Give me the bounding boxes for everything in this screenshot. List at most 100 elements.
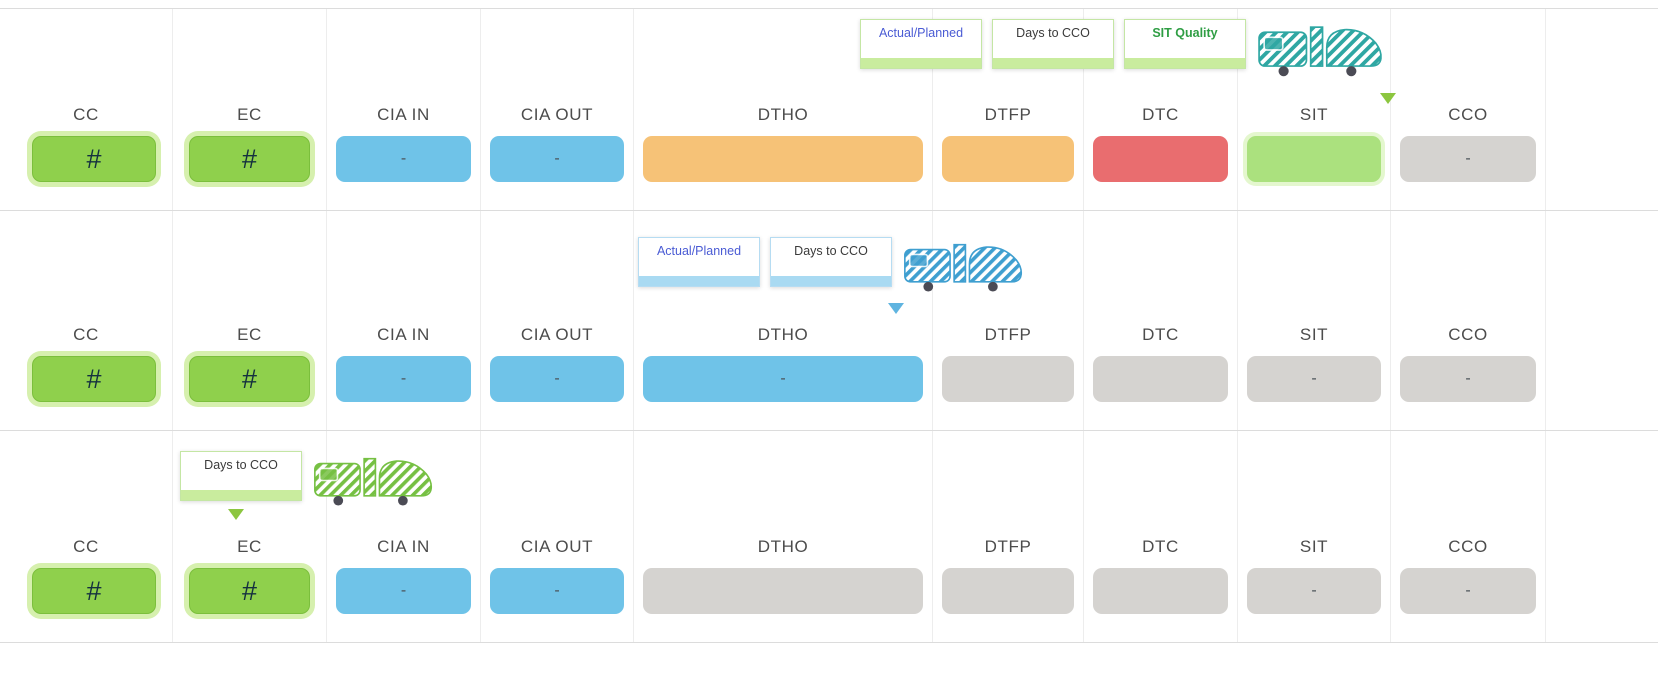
pill-value: -	[1311, 582, 1317, 599]
milestone-grid: CC # EC # CIA IN - CIA OUT -	[0, 211, 1658, 430]
column-label: DTC	[1142, 105, 1179, 124]
spacer	[1545, 211, 1658, 430]
status-pill[interactable]: #	[189, 356, 310, 402]
column-label: CC	[73, 105, 99, 124]
cell-ec: EC #	[172, 9, 326, 210]
column-label: CIA OUT	[520, 325, 594, 344]
cell-dtc: DTC	[1083, 9, 1237, 210]
status-pill[interactable]: -	[336, 356, 471, 402]
cell-cc: CC #	[0, 431, 172, 642]
column-label: EC	[237, 537, 262, 556]
pill-value: #	[241, 143, 258, 174]
status-pill[interactable]: -	[490, 136, 624, 182]
status-pill[interactable]: #	[189, 568, 310, 614]
status-pill[interactable]: #	[32, 568, 156, 614]
cell-ec: EC #	[172, 431, 326, 642]
status-pill[interactable]: -	[1400, 356, 1536, 402]
status-pill[interactable]	[1093, 136, 1228, 182]
legend-underline	[993, 58, 1113, 68]
legend-item: Actual/Planned	[860, 19, 982, 69]
cell-cco: CCO -	[1390, 431, 1545, 642]
cell-dtfp: DTFP	[932, 211, 1083, 430]
spacer	[1545, 431, 1658, 642]
column-label: DTFP	[984, 325, 1032, 344]
column-label: DTC	[1142, 537, 1179, 556]
status-pill[interactable]: -	[1400, 136, 1536, 182]
status-pill[interactable]	[643, 568, 923, 614]
column-label: CCO	[1448, 325, 1488, 344]
legend-item: Days to CCO	[992, 19, 1114, 69]
column-label: CC	[73, 537, 99, 556]
legend-label: Actual/Planned	[656, 244, 742, 258]
status-pill[interactable]	[1093, 356, 1228, 402]
cell-cc: CC #	[0, 9, 172, 210]
status-pill[interactable]: -	[490, 356, 624, 402]
cell-dtfp: DTFP	[932, 9, 1083, 210]
status-pill[interactable]: -	[336, 136, 471, 182]
pill-value: #	[241, 575, 258, 606]
legend-underline	[1125, 58, 1245, 68]
train-icon	[1258, 26, 1382, 77]
status-pill[interactable]: -	[336, 568, 471, 614]
cell-dtho: DTHO	[633, 431, 932, 642]
pill-value: -	[780, 370, 786, 387]
pill-value: -	[400, 150, 407, 167]
status-pill[interactable]	[942, 356, 1074, 402]
legend-item: Days to CCO	[180, 451, 302, 501]
status-pill[interactable]: -	[1247, 356, 1381, 402]
legend-label: Days to CCO	[1016, 26, 1090, 40]
pill-value: -	[1465, 582, 1471, 599]
column-label: CCO	[1448, 105, 1488, 124]
cell-dtho: DTHO	[633, 9, 932, 210]
status-pill[interactable]: #	[32, 356, 156, 402]
status-pill[interactable]: -	[643, 356, 923, 402]
column-label: DTHO	[757, 105, 809, 124]
column-label: EC	[237, 105, 262, 124]
milestone-row: Days to CCO	[0, 430, 1658, 643]
column-label: SIT	[1299, 325, 1329, 344]
cell-cia-out: CIA OUT -	[480, 211, 633, 430]
column-label: DTFP	[984, 105, 1032, 124]
tooltip-pointer-icon	[1380, 93, 1396, 104]
column-label: CIA IN	[377, 537, 430, 556]
legend-underline	[639, 276, 759, 286]
cell-dtc: DTC	[1083, 211, 1237, 430]
pill-value: #	[86, 143, 102, 174]
pill-value: -	[400, 370, 407, 387]
status-pill[interactable]: #	[32, 136, 156, 182]
column-label: DTFP	[984, 537, 1032, 556]
cell-cia-out: CIA OUT -	[480, 431, 633, 642]
status-pill[interactable]	[942, 136, 1074, 182]
status-pill[interactable]	[942, 568, 1074, 614]
status-pill[interactable]: -	[1400, 568, 1536, 614]
cell-sit: SIT -	[1237, 211, 1390, 430]
cell-dtho: DTHO -	[633, 211, 932, 430]
train-icon	[314, 457, 433, 506]
column-label: CIA IN	[377, 325, 430, 344]
pill-value: -	[400, 582, 407, 599]
pill-value: #	[86, 575, 102, 606]
tooltip-pointer-icon	[228, 509, 244, 520]
cell-cia-in: CIA IN -	[326, 431, 480, 642]
column-label: SIT	[1299, 537, 1329, 556]
cell-sit: SIT -	[1237, 431, 1390, 642]
status-pill[interactable]	[1093, 568, 1228, 614]
column-label: DTHO	[757, 537, 809, 556]
milestone-row: Actual/Planned Days to CCO SIT Quality	[0, 8, 1658, 210]
pill-value: -	[1311, 370, 1317, 387]
milestone-row: Actual/Planned Days to CCO	[0, 210, 1658, 430]
legend-underline	[861, 58, 981, 68]
legend-underline	[771, 276, 891, 286]
train-icon	[904, 243, 1023, 292]
pill-value: #	[241, 363, 258, 394]
status-pill[interactable]: #	[189, 136, 310, 182]
tooltip-pointer-icon	[888, 303, 904, 314]
pill-value: -	[554, 582, 560, 599]
legend-item: Actual/Planned	[638, 237, 760, 287]
status-pill[interactable]: -	[490, 568, 624, 614]
status-pill[interactable]: -	[1247, 568, 1381, 614]
spacer	[1545, 9, 1658, 210]
status-pill[interactable]	[1247, 136, 1381, 182]
status-pill[interactable]	[643, 136, 923, 182]
legend-item: SIT Quality	[1124, 19, 1246, 69]
